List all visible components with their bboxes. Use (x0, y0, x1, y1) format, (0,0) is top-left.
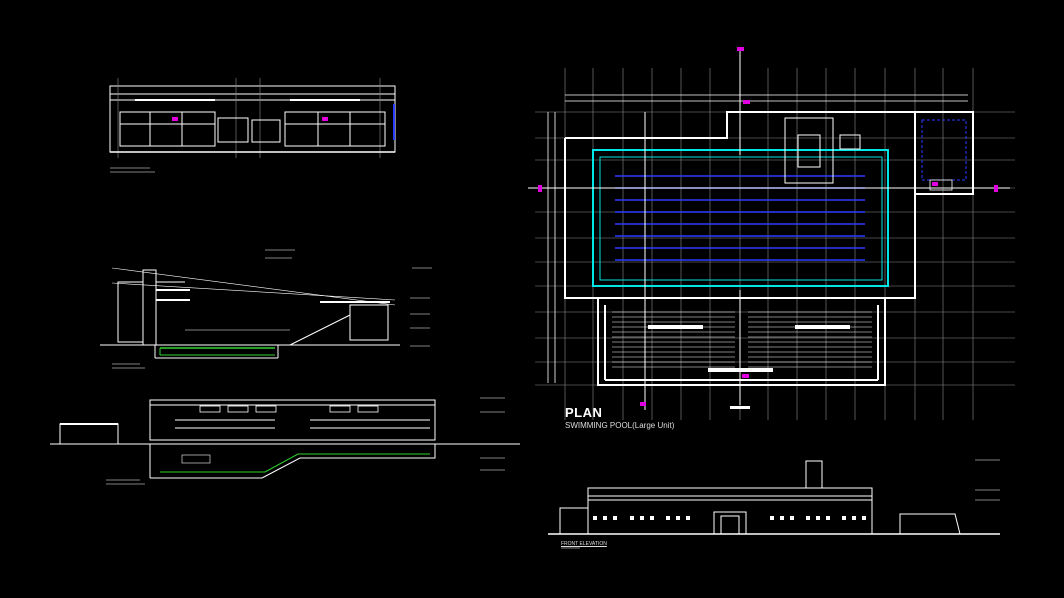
elevation-window (790, 516, 794, 520)
elevation-window (613, 516, 617, 520)
bleachers-left (612, 311, 735, 368)
elevation-windows (593, 516, 866, 520)
front-elevation-drawing (548, 459, 1000, 549)
elevation-window (593, 516, 597, 520)
plan-subtitle: SWIMMING POOL(Large Unit) (565, 421, 675, 430)
bleachers-right (748, 311, 872, 368)
elevation-window (826, 516, 830, 520)
plan-title: PLAN (565, 405, 603, 420)
elevation-window (650, 516, 654, 520)
elevation-window (676, 516, 680, 520)
pool-plan-drawing (528, 47, 1015, 420)
elevation-window (640, 516, 644, 520)
elevation-window (852, 516, 856, 520)
elevation-window (806, 516, 810, 520)
cross-section-drawing (100, 249, 432, 369)
elevation-window (842, 516, 846, 520)
front-elevation-label: FRONT ELEVATION (561, 541, 607, 547)
elevation-window (686, 516, 690, 520)
elevation-window (770, 516, 774, 520)
elevation-window (816, 516, 820, 520)
elevation-window (862, 516, 866, 520)
elevation-window (666, 516, 670, 520)
elevation-window (780, 516, 784, 520)
elevation-window (603, 516, 607, 520)
longitudinal-section-drawing (50, 397, 520, 485)
elevation-window (630, 516, 634, 520)
section-strip-drawing (109, 78, 396, 173)
